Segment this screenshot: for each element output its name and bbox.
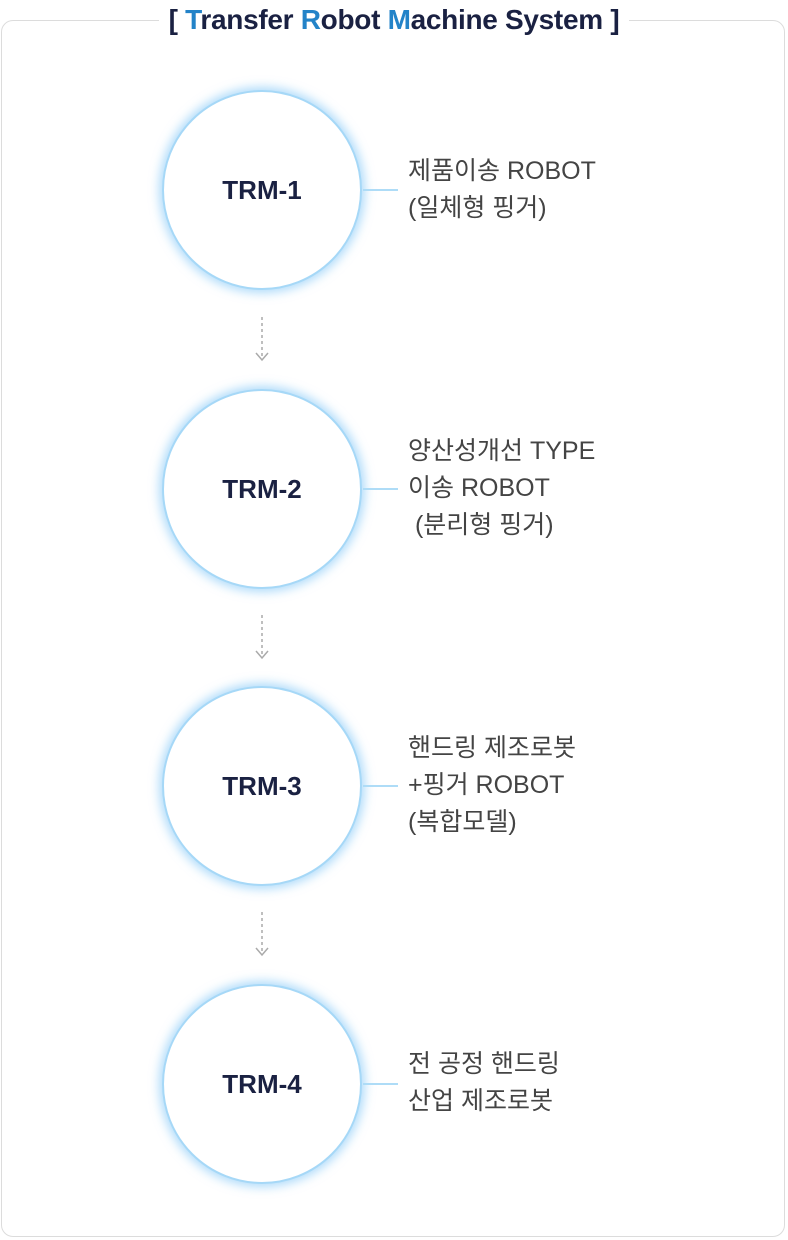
diagram-title: [ Transfer Robot Machine System ] [0,2,788,38]
step-label: TRM-1 [222,174,302,205]
desc-line: 양산성개선 TYPE [408,437,596,465]
title-text: obot [320,4,388,35]
title-highlight-r: R [300,4,321,35]
desc-line: (복합모델) [408,808,517,836]
connector-line [363,488,398,490]
title-highlight-m: M [387,4,411,35]
step-label: TRM-2 [222,473,302,504]
desc-line: 이송 ROBOT [408,474,550,502]
title-text: achine System [410,4,604,35]
connector-line [363,1083,398,1085]
desc-line: 핸드링 제조로봇 [408,734,576,762]
desc-line: 전 공정 핸드링 [408,1050,560,1078]
step-node-trm-3: TRM-3 [162,686,362,886]
desc-line: 산업 제조로봇 [408,1087,553,1115]
desc-line: +핑거 ROBOT [408,771,565,799]
step-node-trm-4: TRM-4 [162,984,362,1184]
diagram-frame [1,20,785,1237]
title-open-bracket: [ [168,4,178,35]
step-label: TRM-4 [222,1068,302,1099]
connector-line [363,785,398,787]
step-label: TRM-3 [222,770,302,801]
step-description: 제품이송 ROBOT (일체형 핑거) [408,153,596,227]
down-arrow-icon [255,317,269,362]
desc-line: 제품이송 ROBOT [408,157,596,185]
step-node-trm-1: TRM-1 [162,90,362,290]
step-description: 핸드링 제조로봇 +핑거 ROBOT (복합모델) [408,730,576,841]
title-highlight-t: T [185,4,201,35]
step-description: 양산성개선 TYPE 이송 ROBOT (분리형 핑거) [408,433,595,544]
down-arrow-icon [255,615,269,660]
step-node-trm-2: TRM-2 [162,389,362,589]
title-close-bracket: ] [610,4,620,35]
title-text: ransfer [200,4,301,35]
desc-line: (일체형 핑거) [408,194,547,222]
connector-line [363,189,398,191]
desc-line: (분리형 핑거) [408,511,554,539]
down-arrow-icon [255,912,269,957]
